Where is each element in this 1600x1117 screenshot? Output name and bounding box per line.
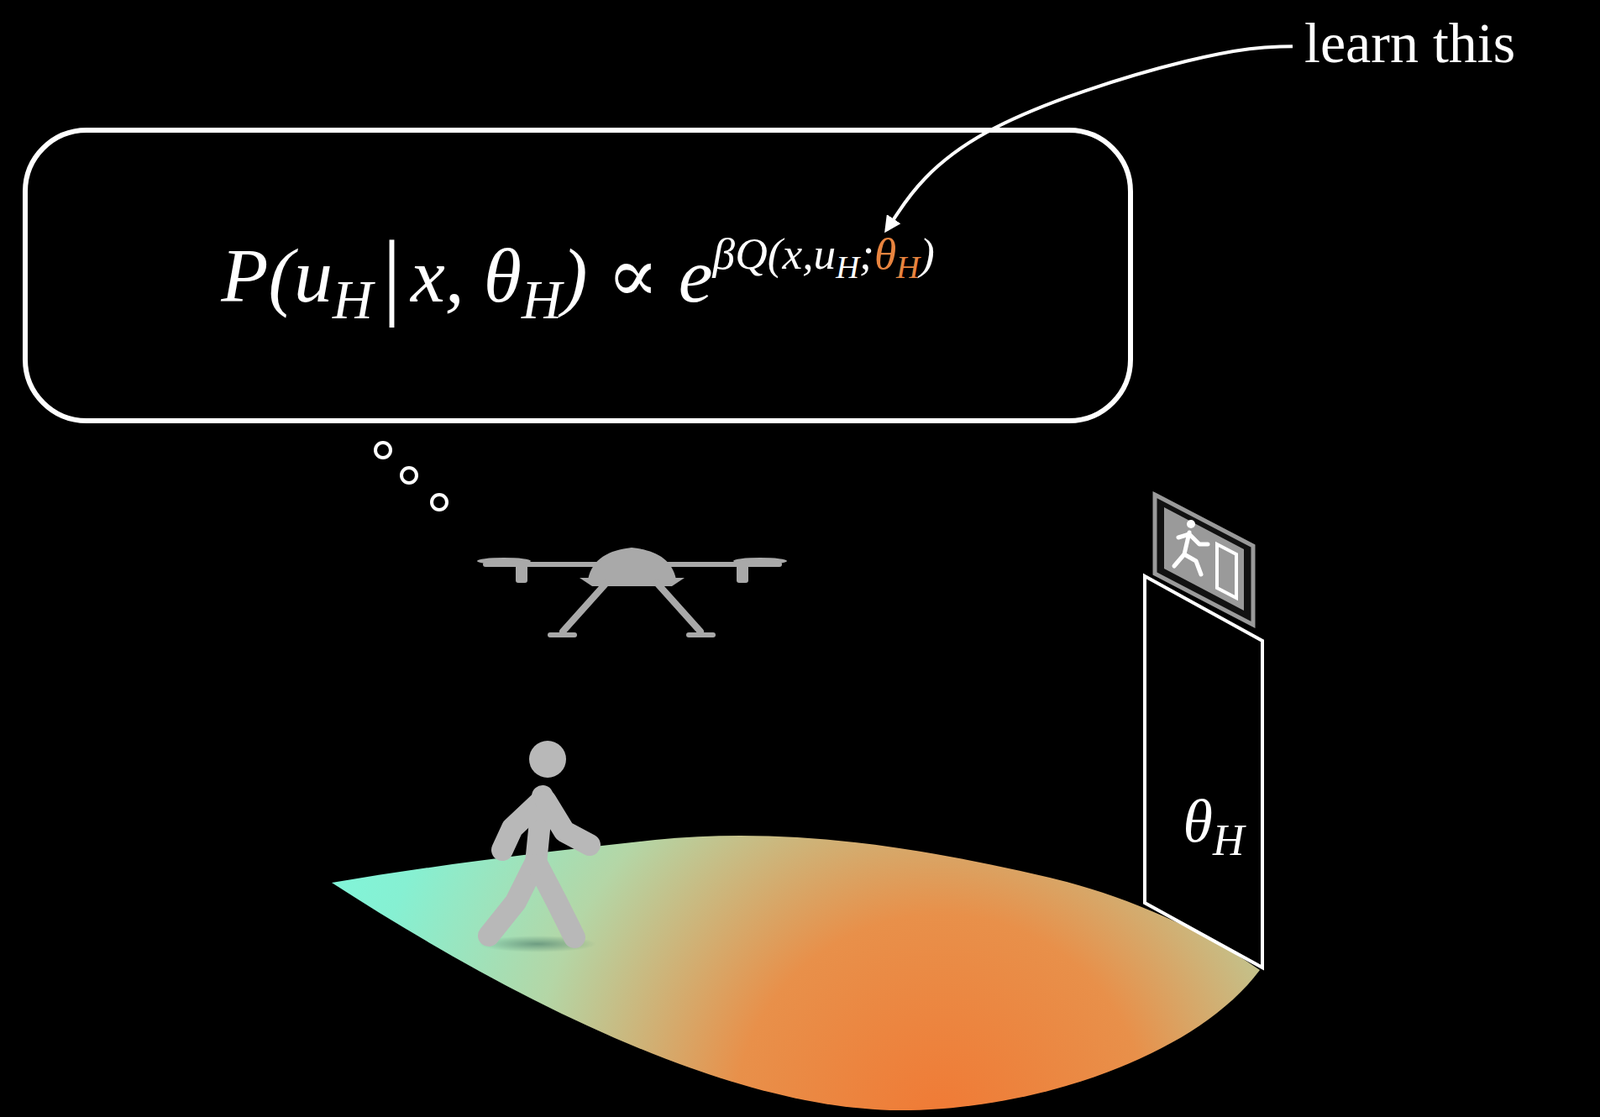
- door-outline: [1144, 576, 1263, 968]
- formula-run: θ: [1183, 787, 1213, 856]
- formula-run: H: [521, 268, 562, 331]
- formula-run: ;: [859, 228, 875, 279]
- person-leg: [488, 865, 535, 936]
- drone-leg: [562, 582, 607, 632]
- drone-foot: [688, 632, 714, 638]
- annotation-label: learn this: [1304, 11, 1516, 75]
- thought-dots: [375, 442, 447, 510]
- sign-door: [1217, 544, 1237, 599]
- drone-motor: [736, 561, 749, 583]
- drone-leg: [656, 582, 701, 632]
- walking-person: [478, 740, 597, 953]
- formula: P(uH|x, θH) ∝ eβQ(x,uH;θH): [220, 217, 935, 334]
- formula-run: |: [382, 221, 402, 329]
- exit-door: θH: [1144, 576, 1283, 968]
- drone: [477, 547, 787, 635]
- thought-dot: [375, 442, 391, 458]
- formula-run: H: [896, 249, 920, 285]
- person-arm: [502, 801, 541, 850]
- runner-head: [1186, 519, 1196, 529]
- cost-field-blob: [331, 835, 1260, 1111]
- formula-run: βQ(x,u: [713, 228, 837, 279]
- thought-dot: [401, 467, 417, 483]
- formula-run: ): [919, 228, 935, 279]
- formula-run: θ: [874, 228, 897, 279]
- formula-run: H: [332, 268, 373, 331]
- runner-leg: [1184, 554, 1202, 575]
- formula-run: x, θ: [410, 232, 522, 319]
- thought-bubble: P(uH|x, θH) ∝ eβQ(x,uH;θH): [22, 127, 1134, 424]
- door-label: θH: [1144, 785, 1283, 867]
- person-head: [529, 740, 567, 778]
- runner-arm: [1178, 534, 1208, 545]
- thought-dot: [431, 494, 447, 510]
- drone-body: [579, 577, 685, 587]
- person-arm: [545, 801, 590, 845]
- drone-motor: [515, 561, 528, 583]
- formula-run: H: [835, 249, 860, 285]
- leader-arrow: [886, 46, 1293, 231]
- person-leg: [537, 865, 575, 938]
- drone-foot: [550, 632, 575, 638]
- formula-run: P(u: [220, 232, 333, 319]
- formula-run: ) ∝ e: [561, 232, 714, 319]
- formula-run: H: [1212, 816, 1244, 865]
- door-outline-svg: [1144, 576, 1263, 968]
- sign-runner: [1174, 519, 1208, 575]
- drone-body: [587, 547, 677, 580]
